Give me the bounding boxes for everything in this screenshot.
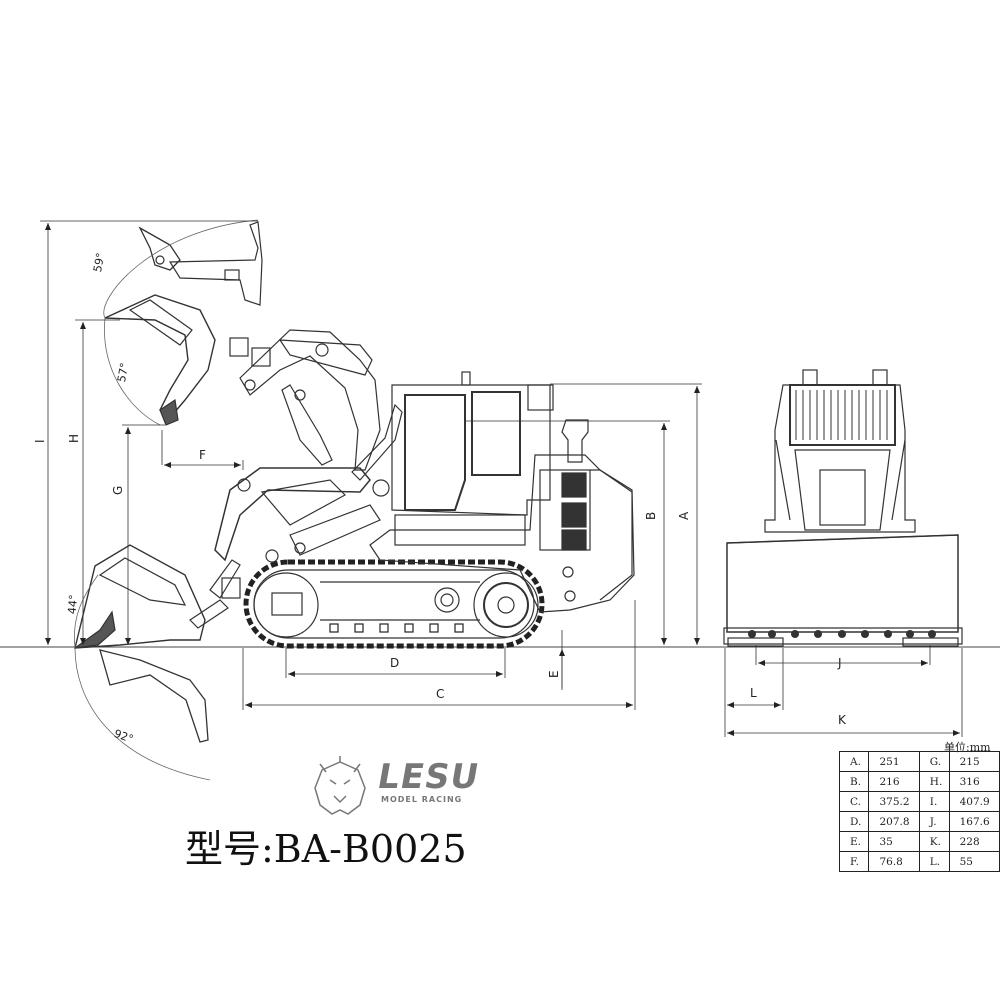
spec-row: A. 251 G. 215 [838,751,1000,772]
front-view [723,369,963,647]
spec-value: 251 [868,751,920,772]
spec-key: G. [918,751,950,772]
spec-key: L. [918,851,950,872]
spec-value: 375.2 [868,791,920,812]
brand-logo: LESU [374,757,483,797]
spec-key: F. [838,851,870,872]
spec-value: 215 [948,751,1000,772]
dim-label-l: L [750,686,757,700]
spec-key: K. [918,831,950,852]
dim-label-c: C [436,687,444,701]
lion-logo-icon [314,756,366,815]
dimension-labels: A B C D E F G H I J K L [33,434,847,727]
side-view [74,221,635,743]
spec-row: F. 76.8 L. 55 [838,851,1000,872]
spec-key: H. [918,771,950,792]
angle-label-57: 57° [115,362,131,383]
spec-key: C. [838,791,870,812]
spec-key: I. [918,791,950,812]
spec-value: 35 [868,831,920,852]
spec-value: 228 [948,831,1000,852]
dim-label-j: J [837,656,842,670]
dimension-lines [40,220,963,737]
model-number: 型号:BA-B0025 [185,827,467,871]
spec-value: 76.8 [868,851,920,872]
brand-tagline: MODEL RACING [381,795,463,804]
spec-value: 216 [868,771,920,792]
angle-label-44: 44° [65,594,80,615]
dim-label-k: K [838,713,847,727]
angle-label-59: 59° [91,252,107,273]
spec-row: B. 216 H. 316 [838,771,1000,792]
spec-row: D. 207.8 J. 167.6 [838,811,1000,832]
spec-key: E. [838,831,870,852]
dim-label-a: A [677,511,691,520]
dim-label-f: F [199,448,206,462]
dim-label-h: H [67,434,81,443]
spec-value: 167.6 [948,811,1000,832]
spec-key: A. [838,751,870,772]
spec-value: 407.9 [948,791,1000,812]
spec-row: C. 375.2 I. 407.9 [838,791,1000,812]
spec-key: D. [838,811,870,832]
dim-label-d: D [390,656,399,670]
spec-value: 316 [948,771,1000,792]
spec-key: B. [838,771,870,792]
spec-row: E. 35 K. 228 [838,831,1000,852]
spec-value: 207.8 [868,811,920,832]
spec-table: A. 251 G. 215 B. 216 H. 316 C. 375.2 I. … [838,751,1000,872]
dim-label-e: E [547,670,561,678]
swing-arcs [74,219,259,781]
spec-value: 55 [948,851,1000,872]
angle-label-92: 92° [112,727,135,746]
dim-label-g: G [111,486,125,495]
spec-key: J. [918,811,950,832]
dim-label-i: I [33,439,47,443]
dim-label-b: B [644,512,658,520]
angle-labels: 59° 57° 44° 92° [65,252,134,746]
units-label: 单位:mm [944,741,991,754]
